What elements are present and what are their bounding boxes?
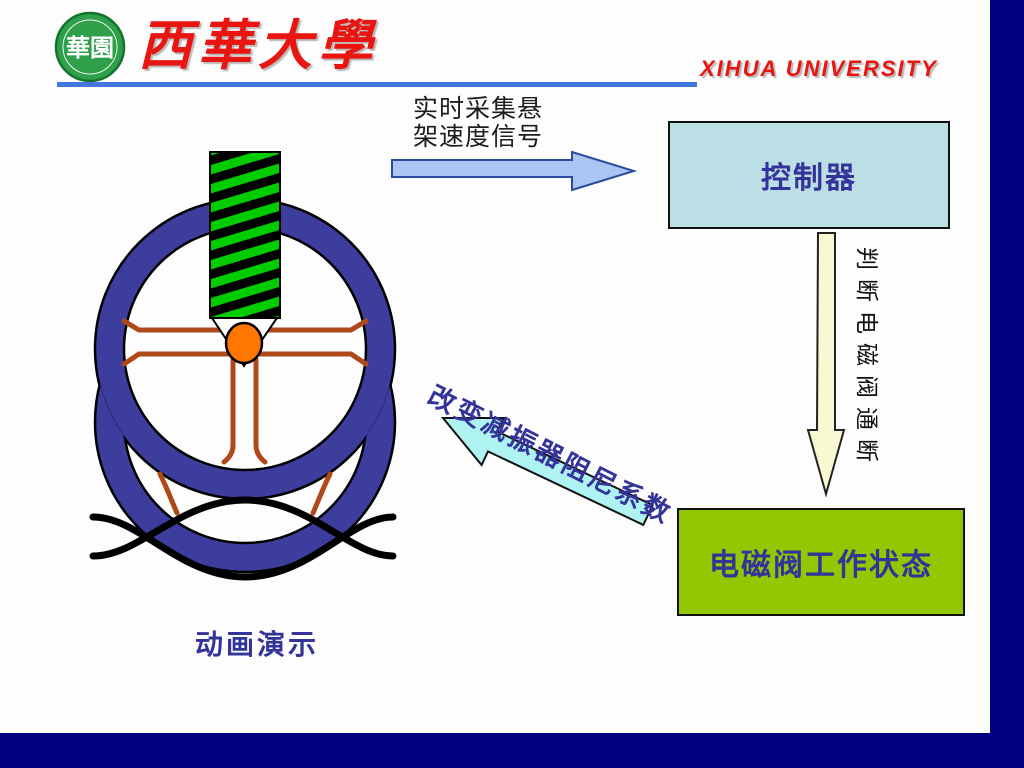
damping-label: 改变减振器阻尼系数 bbox=[423, 380, 678, 530]
header-underline bbox=[57, 82, 697, 87]
judge-arrow-down bbox=[806, 232, 846, 498]
valve-state-box-label: 电磁阀工作状态 bbox=[709, 549, 933, 582]
coil-spring bbox=[209, 151, 281, 319]
logo-circle bbox=[54, 11, 126, 83]
logo-seal-text: 華園 bbox=[66, 35, 114, 62]
university-name-cn: 西華大學 bbox=[138, 16, 378, 76]
valve-state-box: 电磁阀工作状态 bbox=[677, 508, 965, 616]
slide-right-border bbox=[990, 0, 1024, 768]
slide-footer-bar bbox=[0, 733, 1024, 768]
road-waves bbox=[89, 496, 397, 581]
university-name-en: XIHUA UNIVERSITY bbox=[700, 56, 938, 81]
signal-label: 实时采集悬 架速度信号 bbox=[413, 96, 543, 152]
suspension-wheel-illustration bbox=[89, 151, 397, 581]
controller-box-label: 控制器 bbox=[761, 162, 857, 195]
signal-label-line1: 实时采集悬 bbox=[413, 96, 544, 123]
animation-demo-label[interactable]: 动画演示 bbox=[195, 629, 320, 660]
hub-ball bbox=[224, 321, 264, 365]
signal-label-line2: 架速度信号 bbox=[413, 124, 544, 151]
logo-inner-ring bbox=[62, 19, 118, 75]
signal-arrow-right bbox=[391, 150, 638, 192]
controller-box: 控制器 bbox=[668, 121, 950, 229]
judge-label: 判断电磁阀通断 bbox=[854, 247, 879, 471]
university-logo: 華園 bbox=[54, 11, 126, 83]
